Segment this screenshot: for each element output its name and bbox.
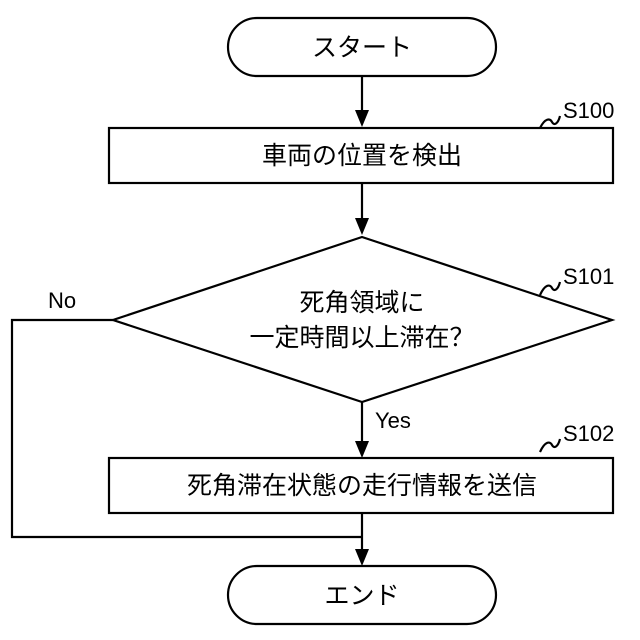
- step-label-s102: S102: [540, 421, 614, 452]
- s100-label: 車両の位置を検出: [262, 141, 462, 170]
- s101-label-line1: 死角領域に: [299, 288, 424, 317]
- svg-text:S100: S100: [563, 98, 614, 123]
- process-s102: 死角滞在状態の走行情報を送信: [109, 458, 613, 513]
- arrow-start-to-s100: [355, 76, 369, 127]
- s101-label-line2: 一定時間以上滞在？: [249, 323, 474, 352]
- svg-text:S102: S102: [563, 421, 614, 446]
- yes-label: Yes: [375, 408, 411, 433]
- end-label: エンド: [324, 581, 399, 610]
- process-s100: 車両の位置を検出: [109, 128, 613, 183]
- no-label: No: [48, 288, 76, 313]
- decision-s101: 死角領域に 一定時間以上滞在？: [113, 237, 612, 402]
- start-label: スタート: [312, 33, 412, 62]
- arrow-yes-to-s102: Yes: [355, 402, 411, 458]
- start-node: スタート: [228, 18, 496, 76]
- step-label-s101: S101: [540, 264, 614, 295]
- end-node: エンド: [228, 566, 496, 624]
- arrow-s100-to-s101: [355, 183, 369, 235]
- arrow-s102-to-end: [355, 513, 369, 566]
- svg-text:S101: S101: [563, 264, 614, 289]
- step-label-s100: S100: [540, 98, 614, 128]
- s102-label: 死角滞在状態の走行情報を送信: [187, 471, 537, 500]
